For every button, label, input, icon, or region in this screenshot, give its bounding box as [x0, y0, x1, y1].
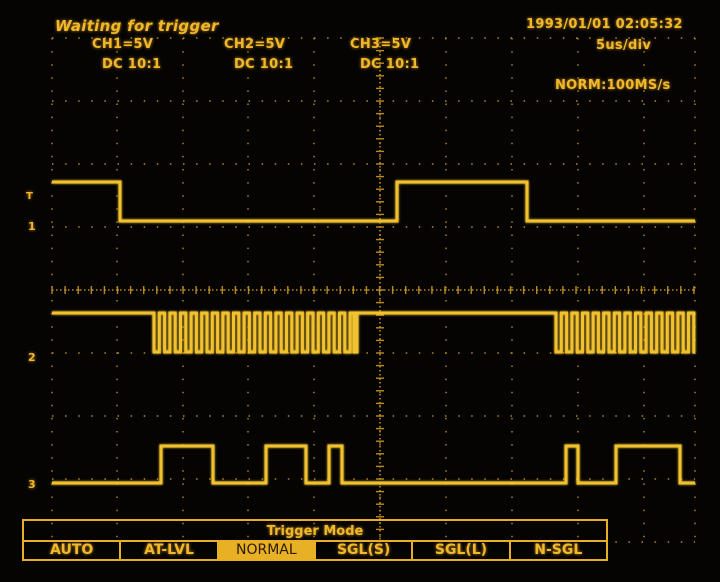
ch1-trace: [52, 180, 695, 223]
trigger-normal-button[interactable]: NORMAL: [216, 540, 316, 561]
ch2-coupling: DC 10:1: [234, 57, 294, 72]
ch3-ground-marker: 3: [28, 478, 36, 491]
ch3-coupling: DC 10:1: [360, 57, 420, 72]
trigger-auto-button[interactable]: AUTO: [22, 540, 122, 561]
trigger-mode-menu: Trigger Mode AUTO AT-LVL NORMAL SGL(S) S…: [22, 519, 608, 563]
waveform-traces: [52, 180, 696, 485]
sample-rate-readout: NORM:100MS/s: [555, 78, 671, 93]
trigger-mode-title: Trigger Mode: [22, 519, 608, 542]
ch2-ground-marker: 2: [28, 351, 36, 364]
ch2-trace: [52, 311, 696, 354]
datetime-readout: 1993/01/01 02:05:32: [526, 17, 683, 32]
trigger-sgl-l-button[interactable]: SGL(L): [411, 540, 511, 561]
ch1-ground-marker: 1: [28, 220, 36, 233]
trigger-n-sgl-button[interactable]: N-SGL: [508, 540, 608, 561]
ch3-trace: [52, 444, 695, 485]
trigger-at-lvl-button[interactable]: AT-LVL: [119, 540, 219, 561]
trigger-level-marker: T: [26, 191, 34, 202]
ch2-volts-div: CH2=5V: [224, 37, 286, 52]
trigger-sgl-s-button[interactable]: SGL(S): [313, 540, 414, 561]
ch3-volts-div: CH3=5V: [350, 37, 412, 52]
timebase-readout: 5us/div: [596, 38, 652, 53]
trigger-mode-buttons: AUTO AT-LVL NORMAL SGL(S) SGL(L) N-SGL: [22, 540, 608, 561]
ch1-volts-div: CH1=5V: [92, 37, 154, 52]
ch1-coupling: DC 10:1: [102, 57, 162, 72]
trigger-status-text: Waiting for trigger: [55, 17, 219, 35]
graticule-grid: [51, 37, 696, 543]
